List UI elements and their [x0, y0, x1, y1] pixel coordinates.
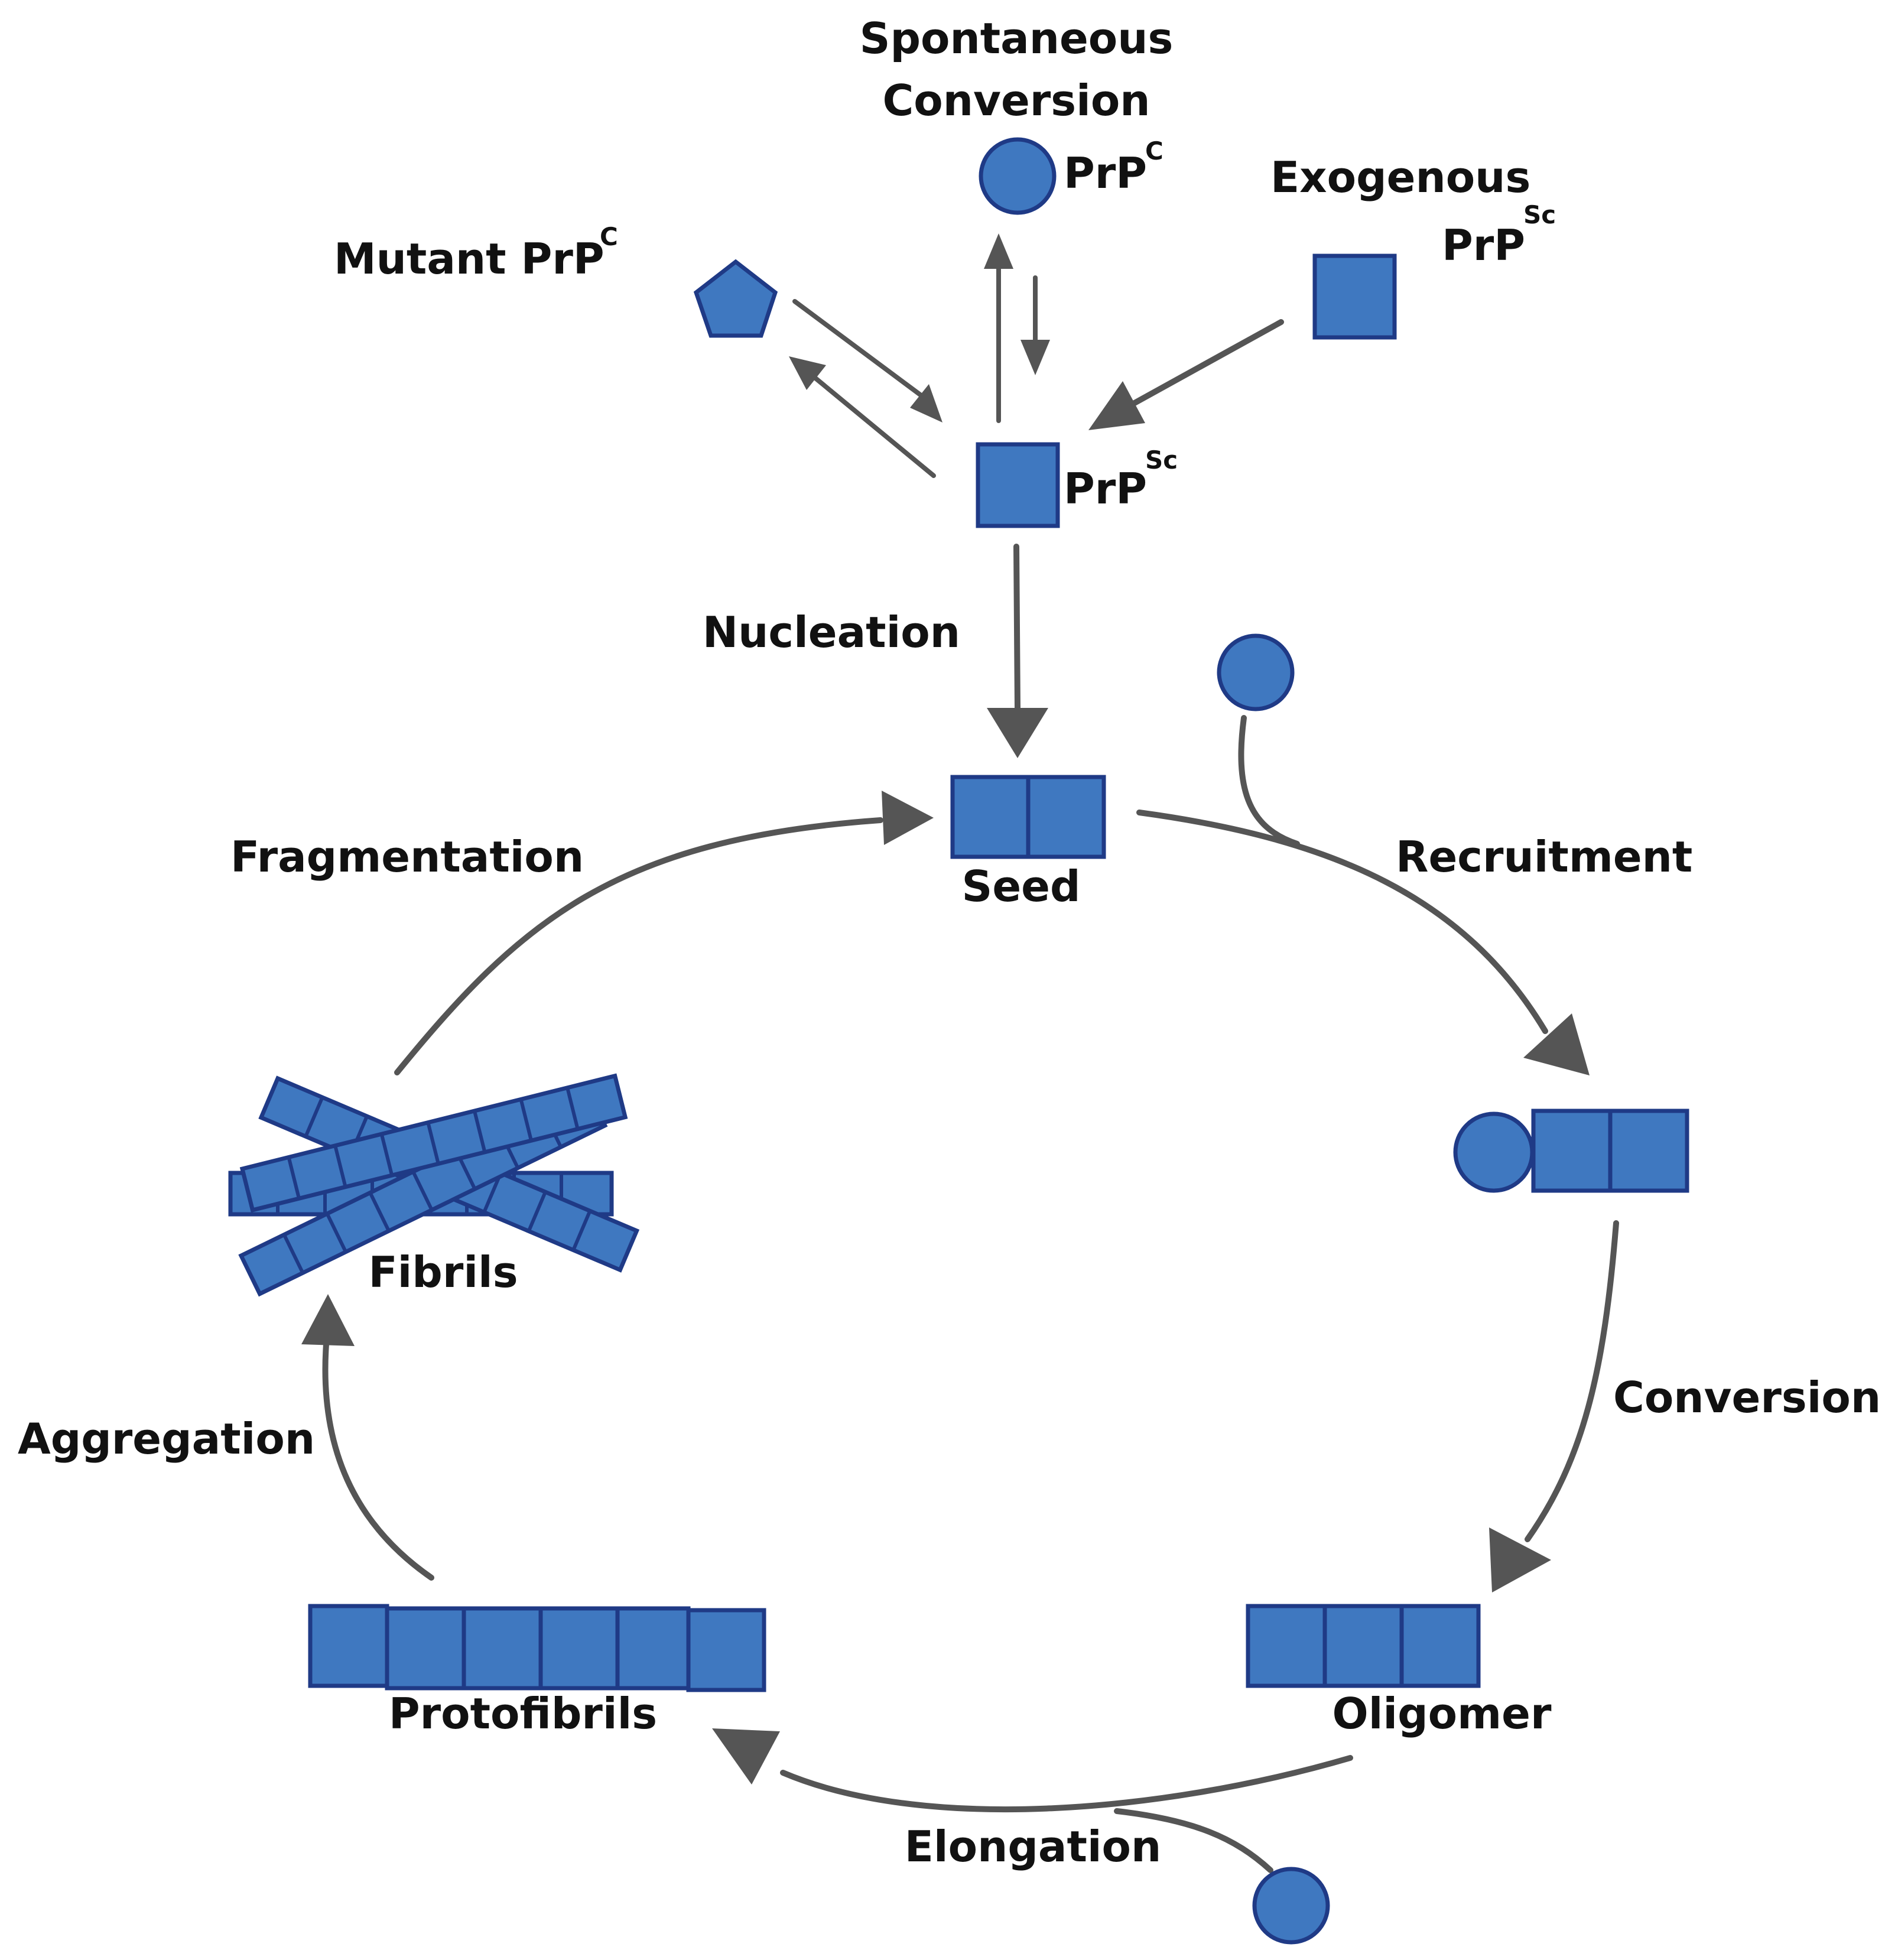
arrow-prpsc-to-mutant-head [789, 356, 826, 390]
protofibril-square-2 [385, 1606, 466, 1691]
nucleation-arrow-head [987, 708, 1048, 758]
complex-square-2 [1608, 1109, 1689, 1193]
prpsc-square-center [976, 442, 1060, 528]
exogenous-prpsc-square [1312, 253, 1397, 340]
seed-square-2 [1026, 775, 1106, 859]
protofibril-square-6 [686, 1608, 766, 1692]
spontaneous-label-line1: Spontaneous [860, 14, 1174, 63]
oligomer-square-1 [1246, 1604, 1327, 1688]
elongation-arrow-shaft [780, 1755, 1353, 1813]
conversion-arrow-shaft [1525, 1220, 1619, 1542]
recruitment-arrow-head [1523, 1013, 1590, 1075]
prpc-circle-top [979, 137, 1057, 215]
recruitment-feed-curve [1238, 715, 1300, 847]
prpc-top-label: PrP [1064, 148, 1147, 198]
nucleation-arrow-shaft [1013, 544, 1020, 712]
protofibril-square-4 [538, 1606, 620, 1691]
oligomer-square-3 [1399, 1604, 1481, 1688]
fragmentation-label: Fragmentation [230, 832, 584, 882]
elongation-label: Elongation [905, 1822, 1162, 1871]
elongation-feed-curve [1114, 1808, 1273, 1873]
fibrils-label: Fibrils [368, 1247, 518, 1297]
exogenous-label: Exogenous [1270, 152, 1530, 202]
spontaneous-label-line2: Conversion [882, 76, 1150, 125]
seed-label: Seed [961, 862, 1080, 911]
oligomer-square-2 [1322, 1604, 1404, 1688]
arrow-exogenous-to-prpsc-head [1088, 381, 1145, 430]
arrow-prpsc-to-prpc-head [984, 233, 1013, 269]
fibril-bundle [228, 1073, 640, 1297]
recruitment-arrow-shaft [1136, 810, 1548, 1034]
mutant-prpc-label: Mutant PrP [334, 234, 604, 284]
prpsc-center-superscript: Sc [1145, 446, 1178, 474]
prpsc-center-label: PrP [1064, 464, 1147, 513]
oligomer-label: Oligomer [1332, 1689, 1552, 1738]
mutant-prpc-pentagon [693, 259, 778, 338]
protofibril-square-5 [615, 1606, 691, 1691]
exogenous-prpsc-label: PrP [1442, 220, 1525, 270]
complex-square-1 [1531, 1109, 1613, 1193]
conversion-label: Conversion [1613, 1373, 1881, 1422]
aggregation-label: Aggregation [18, 1414, 315, 1464]
protofibril-square-3 [462, 1606, 543, 1691]
nucleation-label: Nucleation [703, 607, 960, 657]
recruitment-label: Recruitment [1396, 832, 1692, 882]
fragmentation-arrow-shaft [394, 817, 883, 1075]
exogenous-prpsc-superscript: Sc [1523, 200, 1556, 229]
prpc-top-superscript: C [1145, 136, 1164, 165]
seed-square-1 [950, 775, 1031, 859]
protofibrils-label: Protofibrils [389, 1689, 657, 1738]
protofibril-square-1 [308, 1604, 389, 1688]
recruited-prpc-circle [1217, 633, 1295, 711]
conversion-arrow-head [1489, 1527, 1551, 1592]
fragmentation-arrow-head [882, 791, 934, 845]
elongation-prpc-circle [1252, 1867, 1330, 1945]
arrow-exogenous-to-prpsc-shaft [1132, 319, 1284, 406]
mutant-prpc-superscript: C [600, 222, 618, 251]
aggregation-arrow-head [301, 1294, 355, 1346]
arrow-prpc-to-prpsc-head [1020, 340, 1050, 375]
elongation-arrow-head [712, 1728, 780, 1785]
complex-prpc-circle [1453, 1111, 1535, 1193]
arrow-prpsc-to-mutant-shaft [813, 376, 936, 478]
arrow-mutant-to-prpsc-shaft [792, 299, 924, 398]
aggregation-arrow-shaft [322, 1341, 434, 1581]
arrow-mutant-to-prpsc-head [910, 384, 942, 422]
